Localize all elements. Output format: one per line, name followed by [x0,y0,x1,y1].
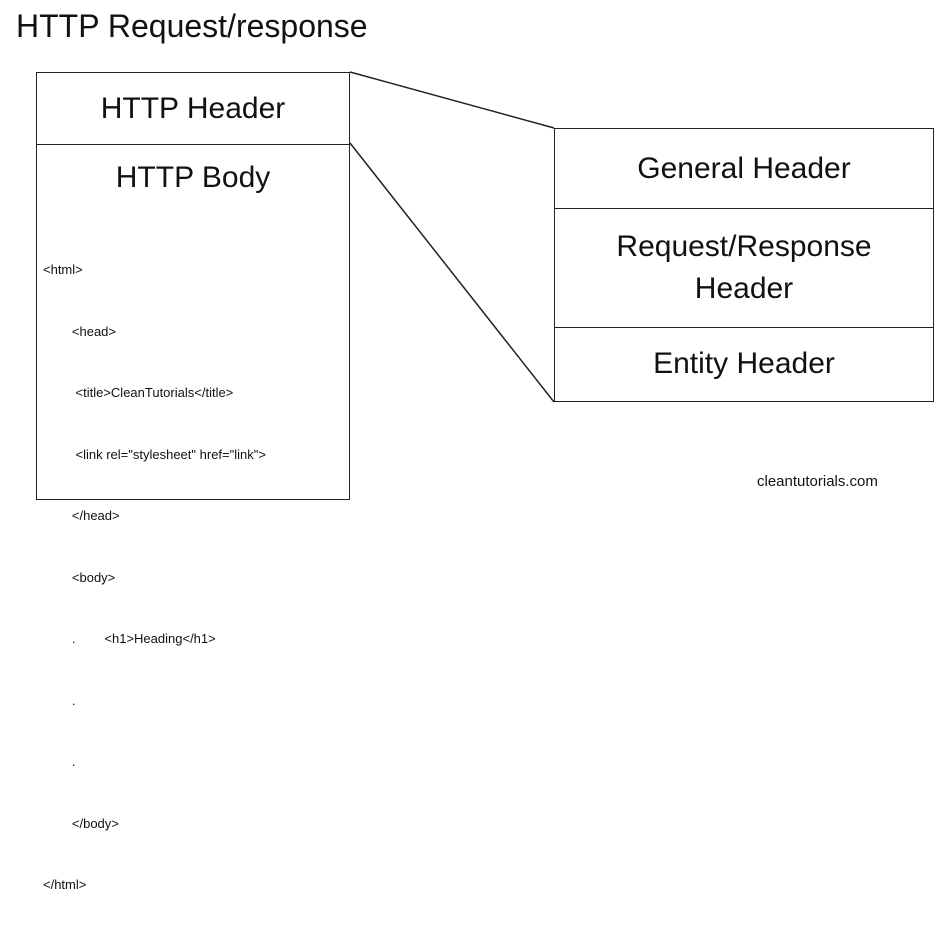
code-line: <html> [43,262,83,277]
http-header-section: HTTP Header [37,73,349,145]
site-credit: cleantutorials.com [757,473,878,490]
code-line: . [43,692,76,708]
code-line: <head> [43,323,116,339]
code-line: . [43,754,76,769]
request-response-header-label: Request/Response Header [616,230,872,305]
code-line: <link rel="stylesheet" href="link"> [43,446,266,462]
entity-header-label: Entity Header [653,347,835,380]
http-message-box: HTTP Header HTTP Body <html> <head> <tit… [36,72,350,892]
code-line: </body> [43,815,119,831]
code-line: </html> [43,877,87,892]
connector-line-top [349,71,555,129]
code-line: <body> [43,569,116,585]
general-header-label: General Header [637,151,851,185]
header-breakdown-box: General Header Request/Response Header E… [554,128,934,402]
http-header-label: HTTP Header [100,91,286,125]
http-body-label: HTTP Body [115,161,271,194]
request-response-header-section: Request/Response Header [555,209,933,328]
code-line: . <h1>Heading</h1> [43,631,216,646]
code-line: </head> [43,508,120,523]
entity-header-section: Entity Header [555,328,933,400]
connector-line-bottom [349,142,555,403]
code-line: <title>CleanTutorials</title> [43,385,234,400]
general-header-section: General Header [555,129,933,209]
html-code-block: <html> <head> <title>CleanTutorials</tit… [43,219,266,937]
diagram-title: HTTP Request/response [16,8,368,44]
